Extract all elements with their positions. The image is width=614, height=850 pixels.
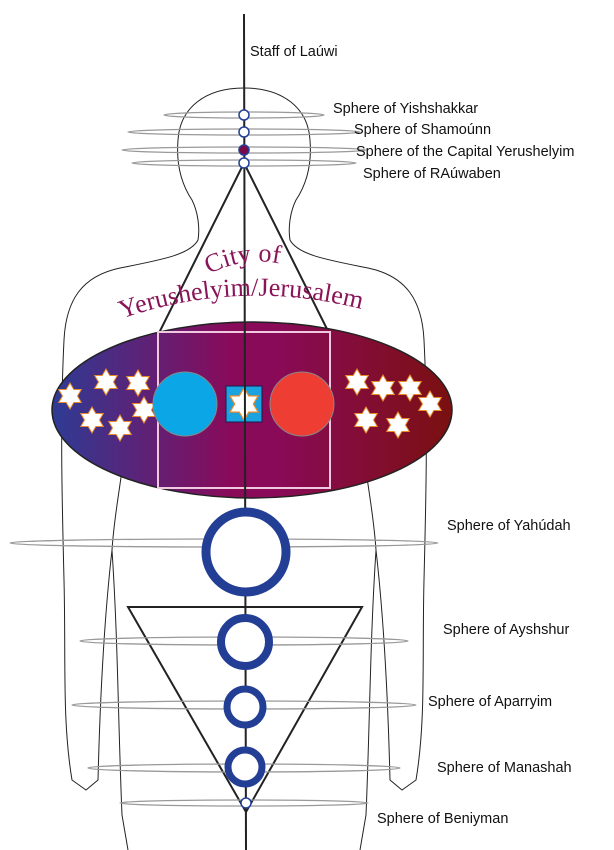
yishshakkar-node [239,110,249,120]
manashah-ring [228,750,262,784]
city-title-line2: Yerushelyim/Jerusalem [115,273,367,325]
label-beniyman: Sphere of Beniyman [377,811,508,827]
yahudah-ring [206,512,286,592]
right-circle [270,372,334,436]
label-capital: Sphere of the Capital Yerushelyim [356,144,574,160]
label-manashah: Sphere of Manashah [437,760,572,776]
staff-label: Staff of Laúwi [250,44,338,60]
capital-node [239,145,249,155]
label-shamounn: Sphere of Shamoúnn [354,122,491,138]
body-inner-arm-left [112,470,122,550]
ayshshur-ring [221,618,269,666]
label-ayshshur: Sphere of Ayshshur [443,622,569,638]
aparryim-ring [227,689,263,725]
label-rauwaben: Sphere of RAúwaben [363,166,501,182]
label-aparryim: Sphere of Aparryim [428,694,552,710]
rauwaben-node [239,158,249,168]
label-yahudah: Sphere of Yahúdah [447,518,571,534]
label-yishshakkar: Sphere of Yishshakkar [333,101,478,117]
shamounn-node [239,127,249,137]
left-circle [153,372,217,436]
beniyman-node [241,798,251,808]
